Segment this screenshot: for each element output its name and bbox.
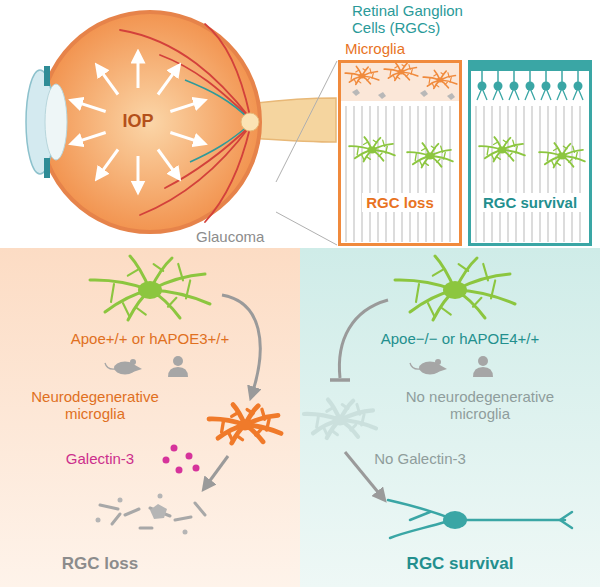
text-slot: RGC survival: [407, 554, 514, 574]
retina-drawing: [341, 62, 459, 242]
text-slot: Apoe−/− or hAPOE4+/+: [381, 330, 539, 348]
text-slot: RGC survival: [479, 193, 581, 212]
label-text: Retinal Ganglion Cells (RGCs): [352, 2, 484, 37]
text-slot: RGC loss: [62, 554, 139, 574]
retina-panel: RGC survival: [468, 60, 592, 246]
human-icon: [473, 356, 493, 377]
label-slot: Retinal Ganglion Cells (RGCs): [352, 2, 484, 37]
label-slot: Glaucoma: [196, 228, 264, 246]
text-slot: Apoe+/+ or hAPOE3+/+: [71, 330, 229, 348]
leader-line: [276, 61, 337, 182]
band-fill: [0, 248, 300, 587]
label-text: Microglia: [345, 40, 405, 57]
label-slot: IOP: [122, 111, 153, 132]
pathway-drawing: [304, 256, 572, 538]
node-text: Galectin-3: [66, 450, 134, 467]
node-text: Apoe+/+ or hAPOE3+/+: [71, 330, 229, 347]
text-slot: Neurodegenerative microglia: [20, 388, 170, 423]
node-text: RGC survival: [407, 554, 514, 574]
node-text: RGC loss: [362, 193, 438, 212]
retina-drawing: [471, 63, 589, 242]
condition-band: Apoe−/− or hAPOE4+/+ No neurodegenerative…: [300, 248, 600, 587]
node-text: Apoe−/− or hAPOE4+/+: [381, 330, 539, 347]
node-text: RGC loss: [62, 554, 139, 574]
label-text: IOP: [122, 111, 153, 132]
retina-panel: RGC loss: [338, 60, 462, 246]
node-text: RGC survival: [479, 193, 581, 212]
text-slot: Galectin-3: [66, 450, 134, 468]
leader-line: [276, 212, 337, 245]
node-text: No neurodegenerative microglia: [390, 388, 570, 423]
text-slot: RGC loss: [362, 193, 438, 212]
label-slot: Microglia: [345, 40, 405, 58]
text-slot: No Galectin-3: [374, 450, 466, 468]
mouse-icon: [410, 359, 447, 375]
mouse-icon: [105, 359, 142, 375]
text-slot: No neurodegenerative microglia: [390, 388, 570, 423]
human-icon: [168, 356, 188, 377]
label-text: Glaucoma: [196, 228, 264, 245]
node-text: Neurodegenerative microglia: [20, 388, 170, 423]
condition-band: Apoe+/+ or hAPOE3+/+ Neurodegenerative mi…: [0, 248, 300, 587]
band-fill: [300, 248, 600, 587]
eye-drawing: [26, 12, 336, 232]
node-text: No Galectin-3: [374, 450, 466, 467]
